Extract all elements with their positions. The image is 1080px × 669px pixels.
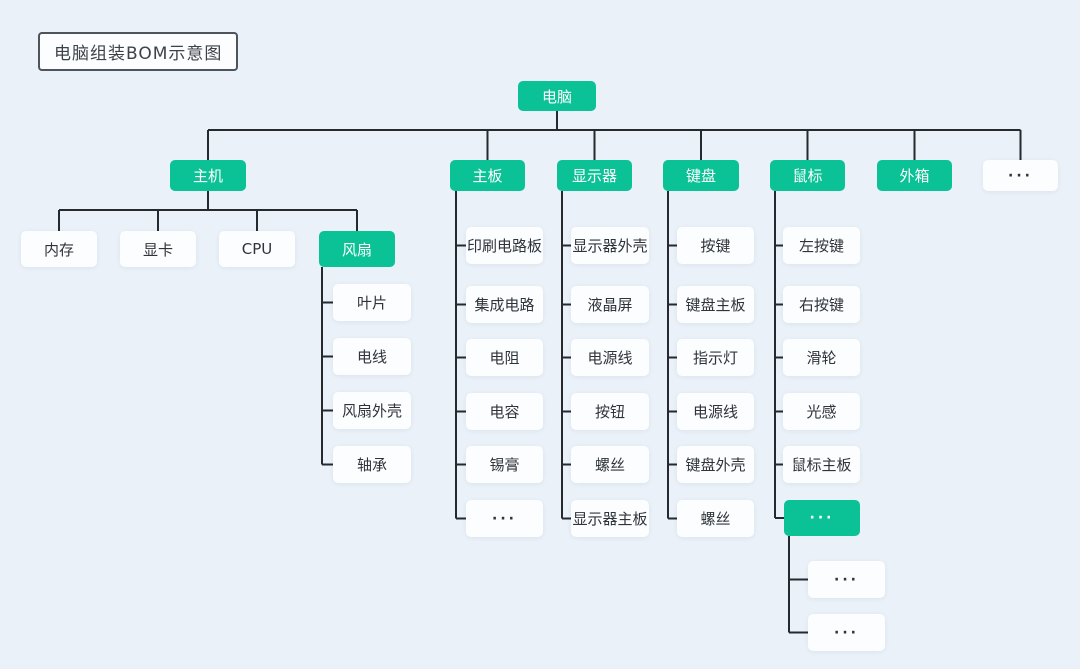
node-mainboard[interactable]: 主板 <box>450 160 525 191</box>
node-mon-shell[interactable]: 显示器外壳 <box>571 227 649 264</box>
node-mon-button[interactable]: 按钮 <box>571 393 649 430</box>
node-bearing[interactable]: 轴承 <box>333 446 411 483</box>
node-mouse-more[interactable]: ··· <box>784 500 860 536</box>
node-fan[interactable]: 风扇 <box>319 231 395 267</box>
node-mouse-board[interactable]: 鼠标主板 <box>783 446 860 483</box>
node-gpu[interactable]: 显卡 <box>120 231 196 267</box>
node-sensor[interactable]: 光感 <box>783 393 860 430</box>
node-kb-board[interactable]: 键盘主板 <box>677 286 754 323</box>
node-kb-power[interactable]: 电源线 <box>677 393 754 430</box>
node-pcb[interactable]: 印刷电路板 <box>466 227 543 264</box>
node-more-a[interactable]: ··· <box>808 561 885 598</box>
node-host[interactable]: 主机 <box>170 160 246 191</box>
node-blade[interactable]: 叶片 <box>333 284 411 321</box>
node-right-btn[interactable]: 右按键 <box>783 286 860 323</box>
node-left-btn[interactable]: 左按键 <box>783 227 860 264</box>
node-pc[interactable]: 电脑 <box>518 81 596 111</box>
node-more-b[interactable]: ··· <box>808 614 885 651</box>
node-led[interactable]: 指示灯 <box>677 339 754 376</box>
node-kb-shell[interactable]: 键盘外壳 <box>677 446 754 483</box>
node-kb-screw[interactable]: 螺丝 <box>677 500 754 537</box>
node-mb-more[interactable]: ··· <box>466 500 543 537</box>
node-capacitor[interactable]: 电容 <box>466 393 543 430</box>
node-ic[interactable]: 集成电路 <box>466 286 543 323</box>
node-resistor[interactable]: 电阻 <box>466 339 543 376</box>
node-mon-board[interactable]: 显示器主板 <box>571 500 649 537</box>
node-case[interactable]: 外箱 <box>877 160 952 191</box>
node-keyboard[interactable]: 键盘 <box>663 160 739 191</box>
node-solder[interactable]: 锡膏 <box>466 446 543 483</box>
node-monitor[interactable]: 显示器 <box>557 160 632 191</box>
node-cpu[interactable]: CPU <box>219 231 295 267</box>
node-fan-shell[interactable]: 风扇外壳 <box>333 392 411 429</box>
node-mouse[interactable]: 鼠标 <box>770 160 845 191</box>
node-keys[interactable]: 按键 <box>677 227 754 264</box>
node-lcd[interactable]: 液晶屏 <box>571 286 649 323</box>
node-more-l2[interactable]: ··· <box>983 160 1058 191</box>
node-wheel[interactable]: 滑轮 <box>783 339 860 376</box>
diagram-title: 电脑组装BOM示意图 <box>38 32 239 71</box>
node-mon-power[interactable]: 电源线 <box>571 339 649 376</box>
node-mon-screw[interactable]: 螺丝 <box>571 446 649 483</box>
node-ram[interactable]: 内存 <box>21 231 97 267</box>
connector-line <box>58 111 1022 634</box>
node-fan-wire[interactable]: 电线 <box>333 338 411 375</box>
